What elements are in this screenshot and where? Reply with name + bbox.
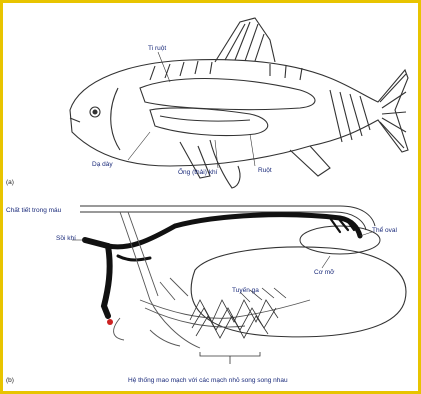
caption-rete: Hệ thống mao mạch với các mạch nhỏ song … (128, 378, 288, 385)
light-vessels (114, 212, 310, 348)
gas-bladder (191, 247, 406, 337)
label-thit-oval: Thể oval (372, 228, 397, 235)
label-co-mo: Cơ mỡ (314, 270, 334, 277)
label-ti-ruot: Ti ruột (148, 46, 166, 53)
label-tuyen-ga: Tuyến ga (232, 288, 259, 295)
caption-bracket (200, 352, 260, 364)
label-chat-mau: Chất tiết trong máu (6, 208, 61, 215)
rete-mirabile (190, 288, 286, 338)
panel-b-letter: (b) (6, 378, 14, 385)
label-ruot: Ruột (258, 168, 272, 175)
vessel-marker (107, 319, 113, 325)
label-da-day: Dạ dày (92, 162, 113, 169)
label-soi-khi: Sồi khí (56, 236, 76, 243)
panel-a-letter: (a) (6, 180, 14, 187)
fish-illustration (70, 18, 408, 188)
label-ong-khi: Ống (thải) khí (178, 170, 217, 177)
